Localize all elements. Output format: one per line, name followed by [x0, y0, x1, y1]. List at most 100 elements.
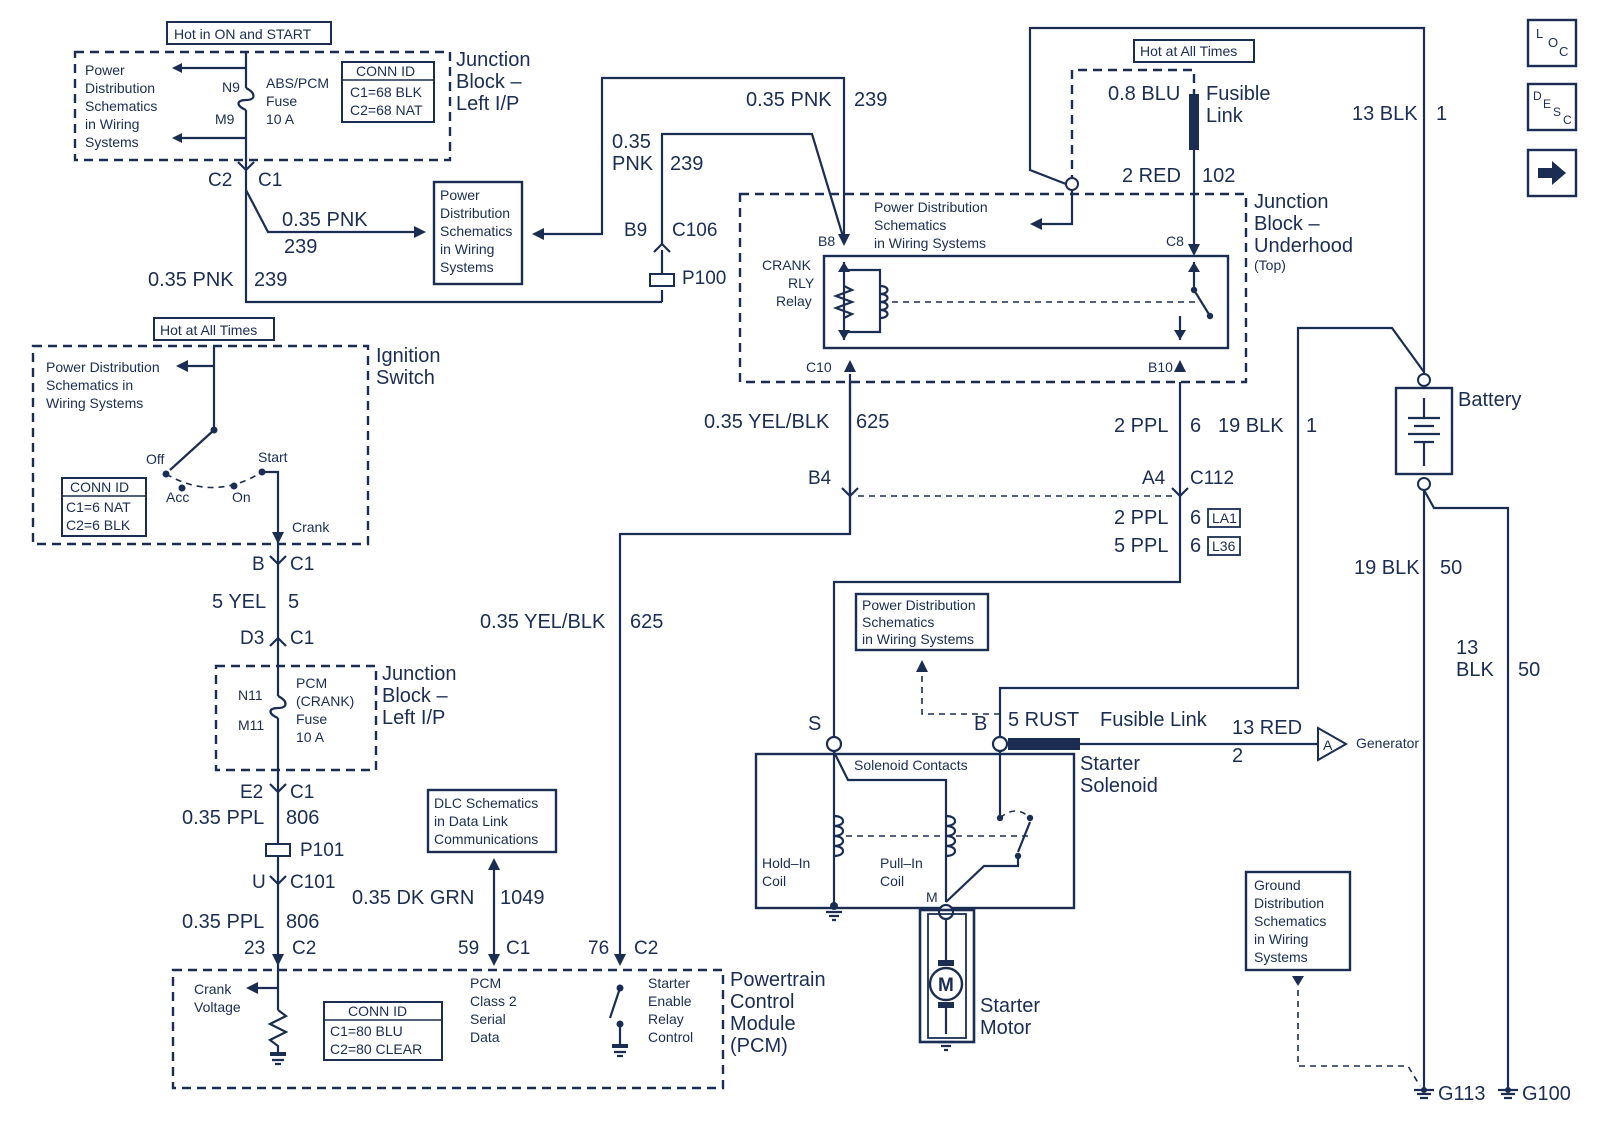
m11-label: M11 — [238, 717, 264, 733]
wire-13-blk: 13 BLK — [1352, 103, 1418, 125]
crank-voltage-resistor-icon — [267, 1009, 289, 1052]
desc-button[interactable]: D E S C — [1526, 82, 1578, 132]
svg-text:Wiring Systems: Wiring Systems — [46, 395, 143, 411]
svg-text:Block –: Block – — [1254, 213, 1320, 235]
ignition-switch-title: Ignition Switch — [376, 345, 441, 389]
ignition-off-label: Off — [146, 451, 165, 467]
conn-id-box-3: CONN ID C1=80 BLU C2=80 CLEAR — [323, 1001, 443, 1061]
wire-6-a: 6 — [1190, 415, 1201, 437]
svg-text:Left I/P: Left I/P — [382, 707, 445, 729]
svg-text:ABS/PCM: ABS/PCM — [266, 75, 329, 91]
svg-text:Starter: Starter — [1080, 753, 1140, 775]
next-page-button[interactable] — [1526, 148, 1578, 198]
hold-in-coil-label: Hold–In Coil — [762, 855, 810, 889]
pcm-crank-fuse-label: PCM (CRANK) Fuse 10 A — [296, 675, 354, 745]
wire-option-l36: 5 PPL 6 L36 — [1114, 535, 1241, 557]
abs-pcm-fuse-label: ABS/PCM Fuse 10 A — [266, 75, 329, 127]
svg-text:Coil: Coil — [762, 873, 786, 889]
wire-19-blk-50: 19 BLK — [1354, 557, 1420, 579]
c1-top-label: C1 — [258, 170, 282, 191]
e2-label: E2 — [240, 782, 263, 803]
wire-pnk-b: 0.35 PNK — [148, 269, 234, 291]
wire-pnk-d: PNK — [612, 153, 654, 175]
wire-13-blk-1: 1 — [1436, 103, 1447, 125]
loc-letter-2: O — [1548, 35, 1558, 50]
wire-dk-grn: 0.35 DK GRN — [352, 887, 474, 909]
wire-1049: 1049 — [500, 887, 545, 909]
b4-label: B4 — [808, 468, 832, 489]
pd-schematics-ref-4: Power Distribution Schematics in Wiring … — [874, 199, 988, 251]
svg-text:6: 6 — [1190, 535, 1201, 557]
svg-text:Hot in ON and START: Hot in ON and START — [174, 26, 312, 42]
connector-u-c101 — [269, 875, 287, 886]
b9-label: B9 — [624, 220, 647, 241]
svg-text:C2=68 NAT: C2=68 NAT — [350, 102, 423, 118]
c1-e2-label: C1 — [290, 782, 314, 803]
svg-text:6: 6 — [1190, 507, 1201, 529]
fusible-link-label-1: Fusible Link — [1206, 83, 1270, 127]
svg-text:Ignition: Ignition — [376, 345, 441, 367]
desc-letter-1: D — [1533, 89, 1542, 103]
c101-label: C101 — [290, 872, 335, 893]
svg-text:2 PPL: 2 PPL — [1114, 507, 1168, 529]
pd-schematics-ref-1: Power Distribution Schematics in Wiring … — [85, 62, 157, 150]
wire-806-a: 806 — [286, 807, 319, 829]
wire-239-d: 239 — [670, 153, 703, 175]
connector-b-c1 — [269, 555, 287, 566]
crank-voltage-label: Crank Voltage — [194, 981, 241, 1015]
u-label: U — [252, 872, 266, 893]
svg-text:(Top): (Top) — [1254, 257, 1286, 273]
loc-button[interactable]: L O C — [1526, 18, 1578, 68]
b-label: B — [252, 554, 265, 575]
svg-text:CRANK: CRANK — [762, 257, 812, 273]
wire-pnk-a: 0.35 PNK — [282, 209, 368, 231]
wire-5: 5 — [288, 591, 299, 613]
connector-e2-c1 — [269, 783, 287, 794]
svg-text:C1=68 BLK: C1=68 BLK — [350, 84, 423, 100]
junction-block-underhood — [738, 192, 1248, 384]
svg-text:Switch: Switch — [376, 367, 435, 389]
wire-239-a: 239 — [284, 236, 317, 258]
svg-text:Solenoid: Solenoid — [1080, 775, 1158, 797]
svg-text:Powertrain: Powertrain — [730, 969, 826, 991]
arrow-right-icon — [1538, 161, 1566, 185]
connector-d3-c1 — [269, 636, 287, 647]
svg-text:Fuse: Fuse — [266, 93, 297, 109]
svg-text:CONN ID: CONN ID — [348, 1003, 407, 1019]
crank-relay-label: CRANK RLY Relay — [762, 257, 815, 309]
pin-59-label: 59 — [458, 938, 479, 959]
svg-text:Distribution: Distribution — [1254, 895, 1324, 911]
svg-text:Junction: Junction — [382, 663, 457, 685]
svg-text:in Wiring: in Wiring — [85, 116, 139, 132]
pull-in-coil-label: Pull–In Coil — [880, 855, 923, 889]
junction-block-underhood-title: Junction Block – Underhood (Top) — [1254, 191, 1353, 273]
wire-2-red: 2 RED — [1122, 165, 1181, 187]
svg-text:Ground: Ground — [1254, 877, 1301, 893]
svg-text:L36: L36 — [1212, 538, 1236, 554]
fusible-link-2-icon — [1008, 738, 1080, 750]
n9-label: N9 — [222, 79, 240, 95]
wire-239-c: 239 — [854, 89, 887, 111]
conn-id-box-1: CONN ID C1=68 BLK C2=68 NAT — [341, 61, 435, 123]
wire-625-low: 625 — [630, 611, 663, 633]
pcm-title: Powertrain Control Module (PCM) — [730, 969, 826, 1057]
motor-m-terminal: M — [926, 889, 938, 905]
svg-text:Schematics: Schematics — [440, 223, 512, 239]
starter-motor-icon — [928, 966, 964, 1002]
wire-yel-blk-up: 0.35 YEL/BLK — [704, 411, 830, 433]
motor-ground-icon — [938, 1040, 954, 1052]
n11-label: N11 — [238, 687, 263, 703]
junction-block-left-ip-lower — [214, 664, 378, 772]
hot-all-times-tag-2: Hot at All Times — [1133, 39, 1255, 63]
c1-b-label: C1 — [290, 554, 314, 575]
svg-text:10 A: 10 A — [296, 729, 325, 745]
svg-text:Schematics: Schematics — [1254, 913, 1326, 929]
d3-label: D3 — [240, 628, 264, 649]
svg-text:Schematics: Schematics — [85, 98, 157, 114]
svg-text:Voltage: Voltage — [194, 999, 241, 1015]
wire-625-up: 625 — [856, 411, 889, 433]
svg-text:Distribution: Distribution — [85, 80, 155, 96]
svg-text:Motor: Motor — [980, 1017, 1031, 1039]
wire-19-blk-1: 1 — [1306, 415, 1317, 437]
generator-pin-a: A — [1323, 737, 1333, 753]
